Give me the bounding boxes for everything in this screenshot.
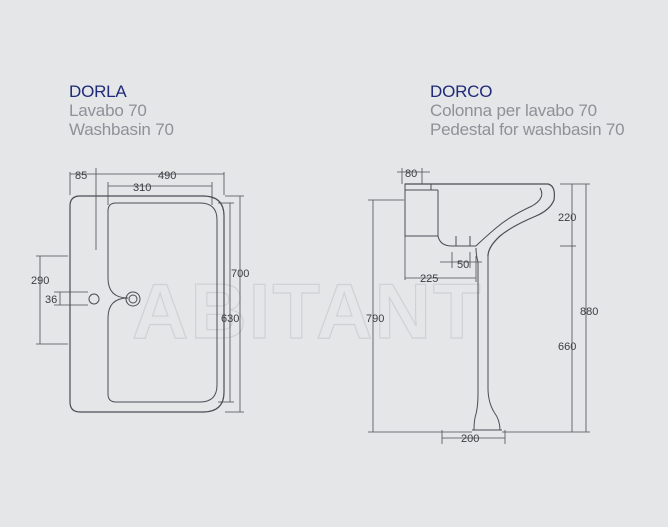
dim-label-880: 880 [580, 306, 598, 318]
dim-label-310: 310 [133, 182, 151, 194]
right-title-block: DORCO Colonna per lavabo 70 Pedestal for… [430, 82, 625, 139]
pedestal-dimension-lines [368, 168, 590, 444]
dim-label-85: 85 [75, 170, 87, 182]
right-product-name-it: Colonna per lavabo 70 [430, 101, 597, 120]
dim-label-490: 490 [158, 170, 176, 182]
dim-label-700: 700 [231, 268, 249, 280]
left-product-code: DORLA [69, 82, 127, 101]
dim-label-80: 80 [405, 168, 417, 180]
dim-label-50: 50 [457, 259, 469, 271]
washbasin-dimension-lines [36, 168, 244, 413]
dim-label-660: 660 [558, 341, 576, 353]
watermark-text: ABITANT [132, 267, 483, 355]
dim-label-200: 200 [461, 433, 479, 445]
dim-label-36: 36 [45, 294, 57, 306]
washbasin-plan-view [69, 195, 225, 413]
right-product-code: DORCO [430, 82, 493, 101]
dim-label-290: 290 [31, 275, 49, 287]
dim-label-630: 630 [221, 313, 239, 325]
dim-label-790: 790 [366, 313, 384, 325]
left-product-name-it: Lavabo 70 [69, 101, 147, 120]
dim-label-225: 225 [420, 273, 438, 285]
left-title-block: DORLA Lavabo 70 Washbasin 70 [69, 82, 174, 139]
right-product-name-en: Pedestal for washbasin 70 [430, 120, 625, 139]
dim-label-220: 220 [558, 212, 576, 224]
left-product-name-en: Washbasin 70 [69, 120, 174, 139]
pedestal-side-view [404, 183, 555, 431]
